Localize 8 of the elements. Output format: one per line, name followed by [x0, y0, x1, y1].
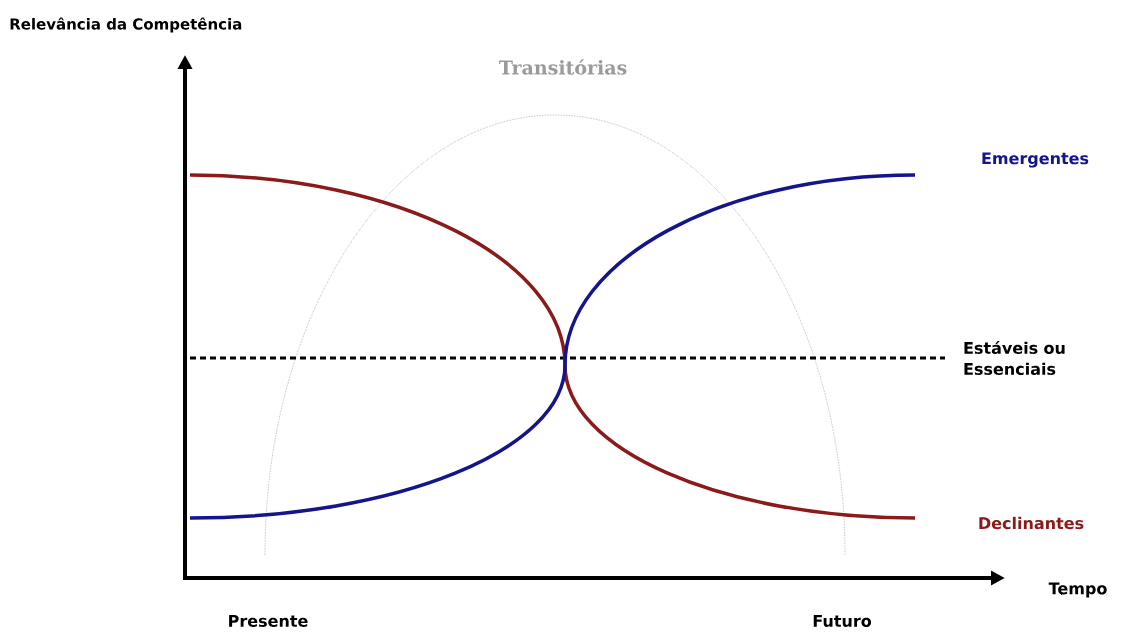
- axis-tick-label: Presente: [229, 615, 308, 627]
- axis-label: Relevância da Competência: [10, 17, 242, 33]
- curve-label: Emergentes: [982, 152, 1089, 168]
- axis-tick-label: Futuro: [813, 615, 872, 627]
- line-label: Estáveis ou Essenciais: [964, 341, 1065, 375]
- curve-label: Transitórias: [499, 59, 627, 75]
- curve-label: Declinantes: [979, 516, 1084, 530]
- axis-label: Tempo: [1048, 582, 1107, 598]
